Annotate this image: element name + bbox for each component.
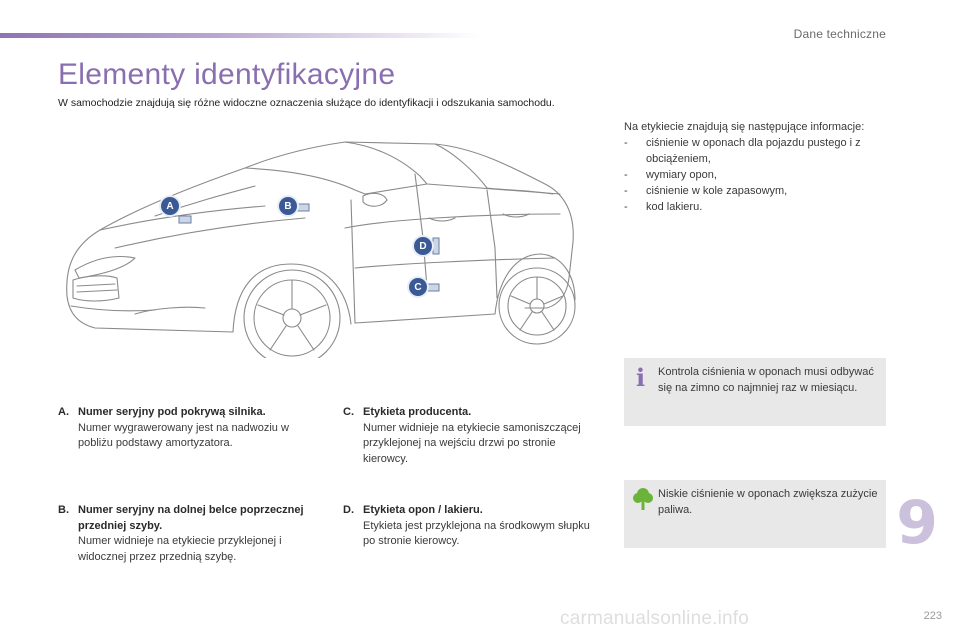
legend-b-head: Numer seryjny na dolnej belce poprzeczne… <box>78 504 304 532</box>
legend-b: B. Numer seryjny na dolnej belce poprzec… <box>58 503 316 565</box>
section-title: Dane techniczne <box>793 27 886 41</box>
legend-c: C. Etykieta producenta. Numer widnieje n… <box>343 405 599 467</box>
legend-b-key: B. <box>58 504 69 516</box>
page-title: Elementy identyfikacyjne <box>58 58 396 91</box>
list-item: -kod lakieru. <box>624 201 703 213</box>
label-info-intro: Na etykiecie znajdują się następujące in… <box>624 121 865 133</box>
legend-a-key: A. <box>58 406 69 418</box>
legend-c-body: Numer widnieje na etykiecie samoniszcząc… <box>363 421 581 465</box>
legend-c-key: C. <box>343 406 354 418</box>
legend-c-head: Etykieta producenta. <box>363 406 472 418</box>
watermark: carmanualsonline.info <box>560 608 750 629</box>
label-c: C <box>409 278 427 296</box>
legend-d: D. Etykieta opon / lakieru. Etykieta jes… <box>343 503 599 550</box>
legend-a-head: Numer seryjny pod pokrywą silnika. <box>78 406 266 418</box>
page-number: 223 <box>923 610 942 622</box>
label-a: A <box>161 197 179 215</box>
list-item: -ciśnienie w oponach dla pojazdu pustego… <box>624 137 861 165</box>
info-note: i Kontrola ciśnienia w oponach musi odby… <box>624 358 886 426</box>
label-info-list: -ciśnienie w oponach dla pojazdu pustego… <box>624 135 886 215</box>
intro-text: W samochodzie znajdują się różne widoczn… <box>58 97 555 109</box>
list-item: -wymiary opon, <box>624 169 717 181</box>
chapter-number: 9 <box>896 488 938 558</box>
legend-d-key: D. <box>343 504 354 516</box>
list-item: -ciśnienie w kole zapasowym, <box>624 185 788 197</box>
header-accent-bar <box>0 33 480 38</box>
legend-d-head: Etykieta opon / lakieru. <box>363 504 483 516</box>
legend-a: A. Numer seryjny pod pokrywą silnika. Nu… <box>58 405 313 452</box>
label-info-block: Na etykiecie znajdują się następujące in… <box>624 119 886 215</box>
info-icon: i <box>636 363 646 392</box>
eco-tree-icon <box>633 488 653 510</box>
label-b: B <box>279 197 297 215</box>
eco-note-text: Niskie ciśnienie w oponach zwiększa zuży… <box>658 488 878 516</box>
legend-a-body: Numer wygrawerowany jest na nadwoziu w p… <box>78 421 289 450</box>
info-note-text: Kontrola ciśnienia w oponach musi odbywa… <box>658 366 874 394</box>
legend-b-body: Numer widnieje na etykiecie przyklejonej… <box>78 535 282 563</box>
label-d: D <box>414 237 432 255</box>
legend-d-body: Etykieta jest przyklejona na środkowym s… <box>363 519 590 548</box>
car-illustration <box>66 141 576 358</box>
eco-note: Niskie ciśnienie w oponach zwiększa zuży… <box>624 480 886 548</box>
